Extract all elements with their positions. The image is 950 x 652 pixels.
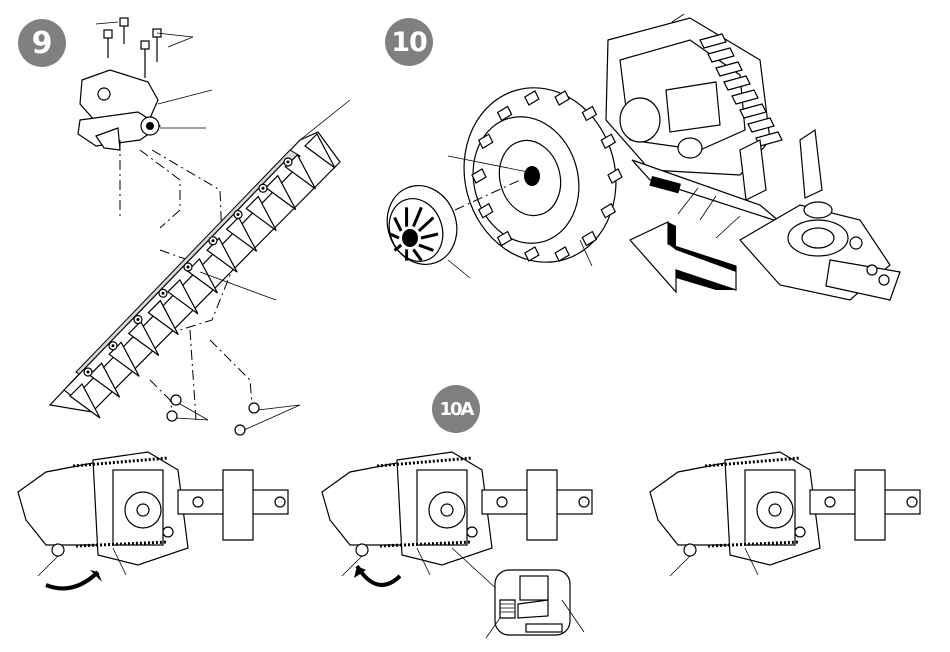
drive-bracket [78,70,212,150]
bar-bolts [84,158,292,376]
direction-arrow [630,222,736,292]
wheel-cap [376,176,470,278]
wheel-mounting-view [376,14,900,300]
cutter-bar-exploded-view [50,18,350,435]
top-bolts [96,18,193,78]
adjustment-views [18,452,920,588]
detail-inset [452,548,584,638]
